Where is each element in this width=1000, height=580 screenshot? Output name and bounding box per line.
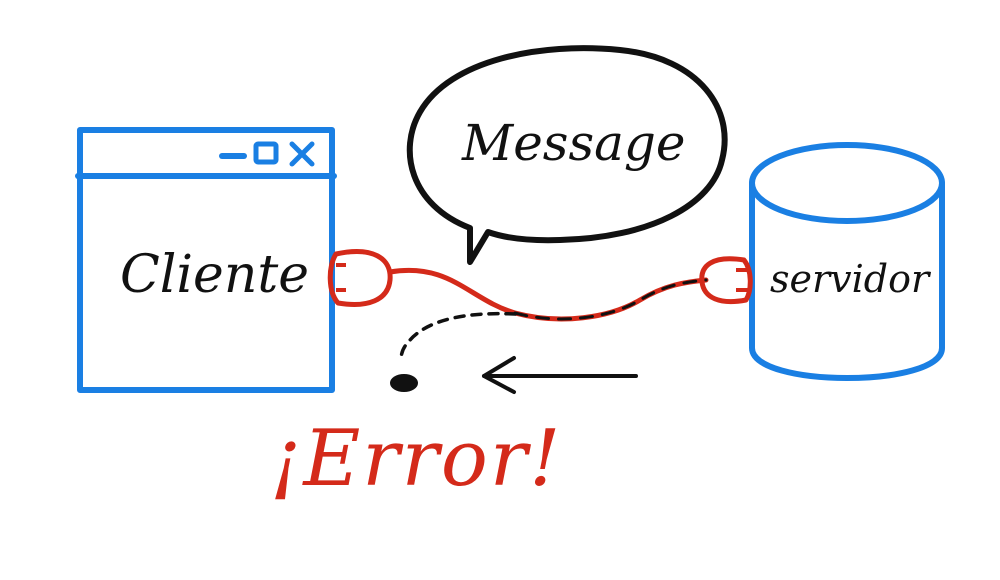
cable-left-plug <box>327 249 393 307</box>
error-label: ¡Error! <box>270 414 562 504</box>
message-bubble-outline <box>406 45 728 265</box>
server-cylinder: servidor <box>749 142 945 381</box>
client-window: Cliente <box>75 127 337 393</box>
message-bubble: Message <box>406 45 728 265</box>
dropped-packet-dot <box>390 374 418 392</box>
close-icon <box>289 141 315 167</box>
connection-cable <box>327 249 753 322</box>
message-label: Message <box>461 114 686 172</box>
cable-right-plug <box>699 256 753 305</box>
maximize-icon <box>253 141 279 165</box>
failed-message-path <box>390 311 638 394</box>
dashed-trajectory <box>399 311 517 364</box>
cable-wire <box>387 268 709 322</box>
server-label: servidor <box>770 257 932 301</box>
left-arrow-icon <box>482 356 638 394</box>
window-controls <box>219 141 315 167</box>
server-cylinder-top <box>749 142 945 224</box>
server-cylinder-body <box>749 180 945 381</box>
client-label: Cliente <box>120 245 309 305</box>
cable-wire-broken-segment <box>513 278 708 321</box>
